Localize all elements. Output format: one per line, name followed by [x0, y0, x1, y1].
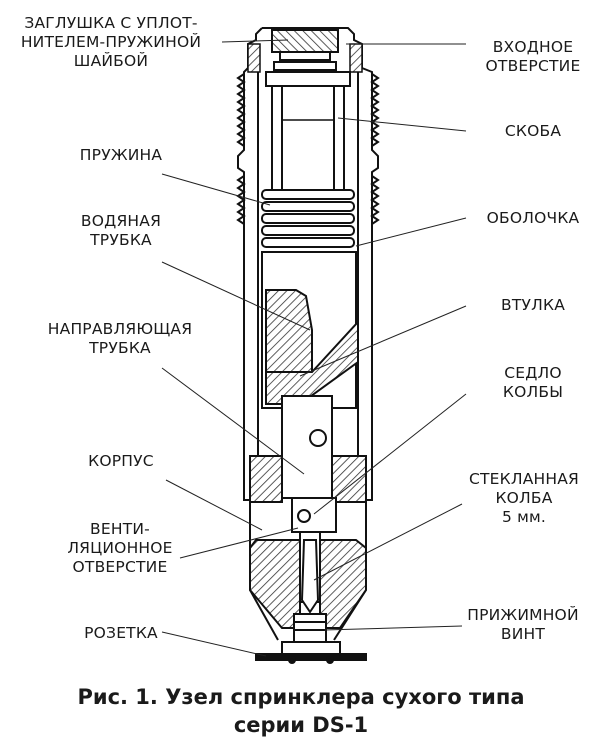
leader-lines [161, 39, 467, 657]
yoke [265, 71, 351, 190]
label-casing: ОБОЛОЧКА [486, 209, 580, 227]
casing-wall-right [349, 43, 363, 73]
deflector-part [255, 641, 367, 664]
compression-screw-part [293, 613, 327, 643]
label-guide-tube: НАПРАВЛЯЮЩАЯ ТРУБКА [47, 320, 193, 357]
guide-tube [249, 395, 367, 503]
bulb-seat-part [291, 497, 337, 533]
body-frame [249, 531, 367, 629]
label-water-tube: ВОДЯНАЯ ТРУБКА [80, 212, 162, 249]
spring [261, 189, 355, 248]
label-yoke: СКОБА [504, 122, 562, 140]
caption-line-2: серии DS-1 [233, 713, 369, 737]
casing-wall-left [247, 43, 261, 73]
label-bulb-seat: СЕДЛО КОЛБЫ [502, 364, 564, 401]
label-bushing: ВТУЛКА [500, 296, 565, 314]
label-plug: ЗАГЛУШКА С УПЛОТ- НИТЕЛЕМ-ПРУЖИНОЙ ШАЙБО… [20, 14, 202, 70]
label-deflector: РОЗЕТКА [84, 624, 158, 642]
label-body: КОРПУС [88, 452, 154, 470]
plug-cap [271, 29, 339, 71]
label-spring: ПРУЖИНА [79, 146, 163, 164]
label-vent: ВЕНТИ- ЛЯЦИОННОЕ ОТВЕРСТИЕ [67, 520, 173, 576]
label-glass-bulb: СТЕКЛАННАЯ КОЛБА 5 мм. [468, 470, 580, 526]
caption-line-1: Рис. 1. Узел спринклера сухого типа [77, 685, 525, 709]
figure-caption: Рис. 1. Узел спринклера сухого типа сери… [0, 683, 602, 739]
label-compression-screw: ПРИЖИМНОЙ ВИНТ [467, 606, 579, 643]
label-inlet: ВХОДНОЕ ОТВЕРСТИЕ [485, 38, 581, 75]
